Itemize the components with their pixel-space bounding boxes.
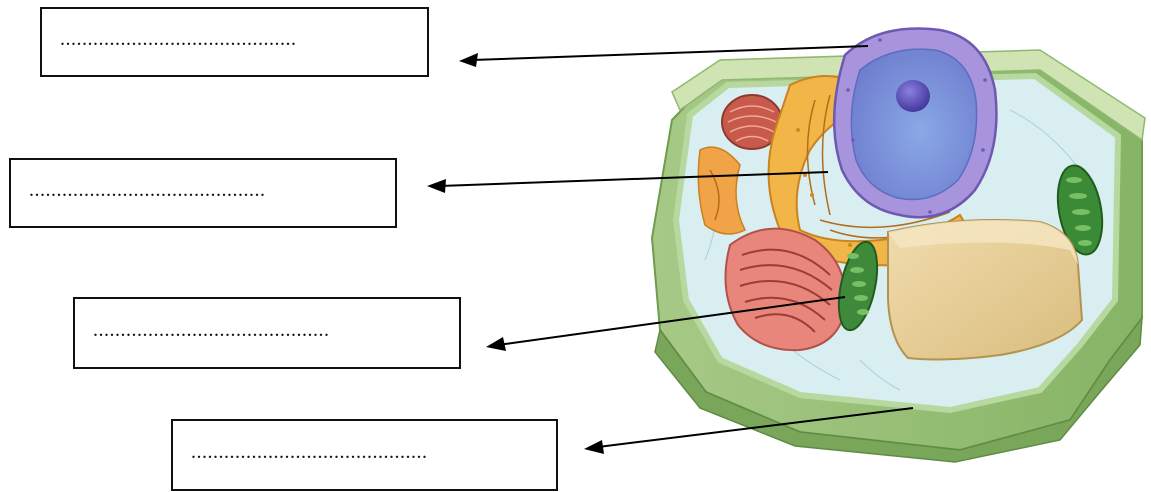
nucleolus bbox=[896, 80, 930, 112]
label-box-2[interactable]: ........................................… bbox=[9, 158, 397, 228]
arrowhead-3 bbox=[486, 337, 506, 351]
label-box-3[interactable]: ........................................… bbox=[73, 297, 461, 369]
label-box-4-text: ........................................… bbox=[191, 441, 428, 464]
label-box-3-text: ........................................… bbox=[93, 319, 330, 342]
arrowheads bbox=[427, 53, 604, 454]
label-box-1-text: ........................................… bbox=[60, 28, 297, 51]
label-box-2-text: ........................................… bbox=[29, 179, 266, 202]
arrowhead-1 bbox=[459, 53, 478, 67]
central-vacuole bbox=[888, 220, 1082, 359]
arrowhead-4 bbox=[584, 440, 604, 454]
nucleus bbox=[834, 28, 996, 217]
arrowhead-2 bbox=[427, 179, 446, 193]
label-box-4[interactable]: ........................................… bbox=[171, 419, 558, 491]
label-box-1[interactable]: ........................................… bbox=[40, 7, 429, 77]
